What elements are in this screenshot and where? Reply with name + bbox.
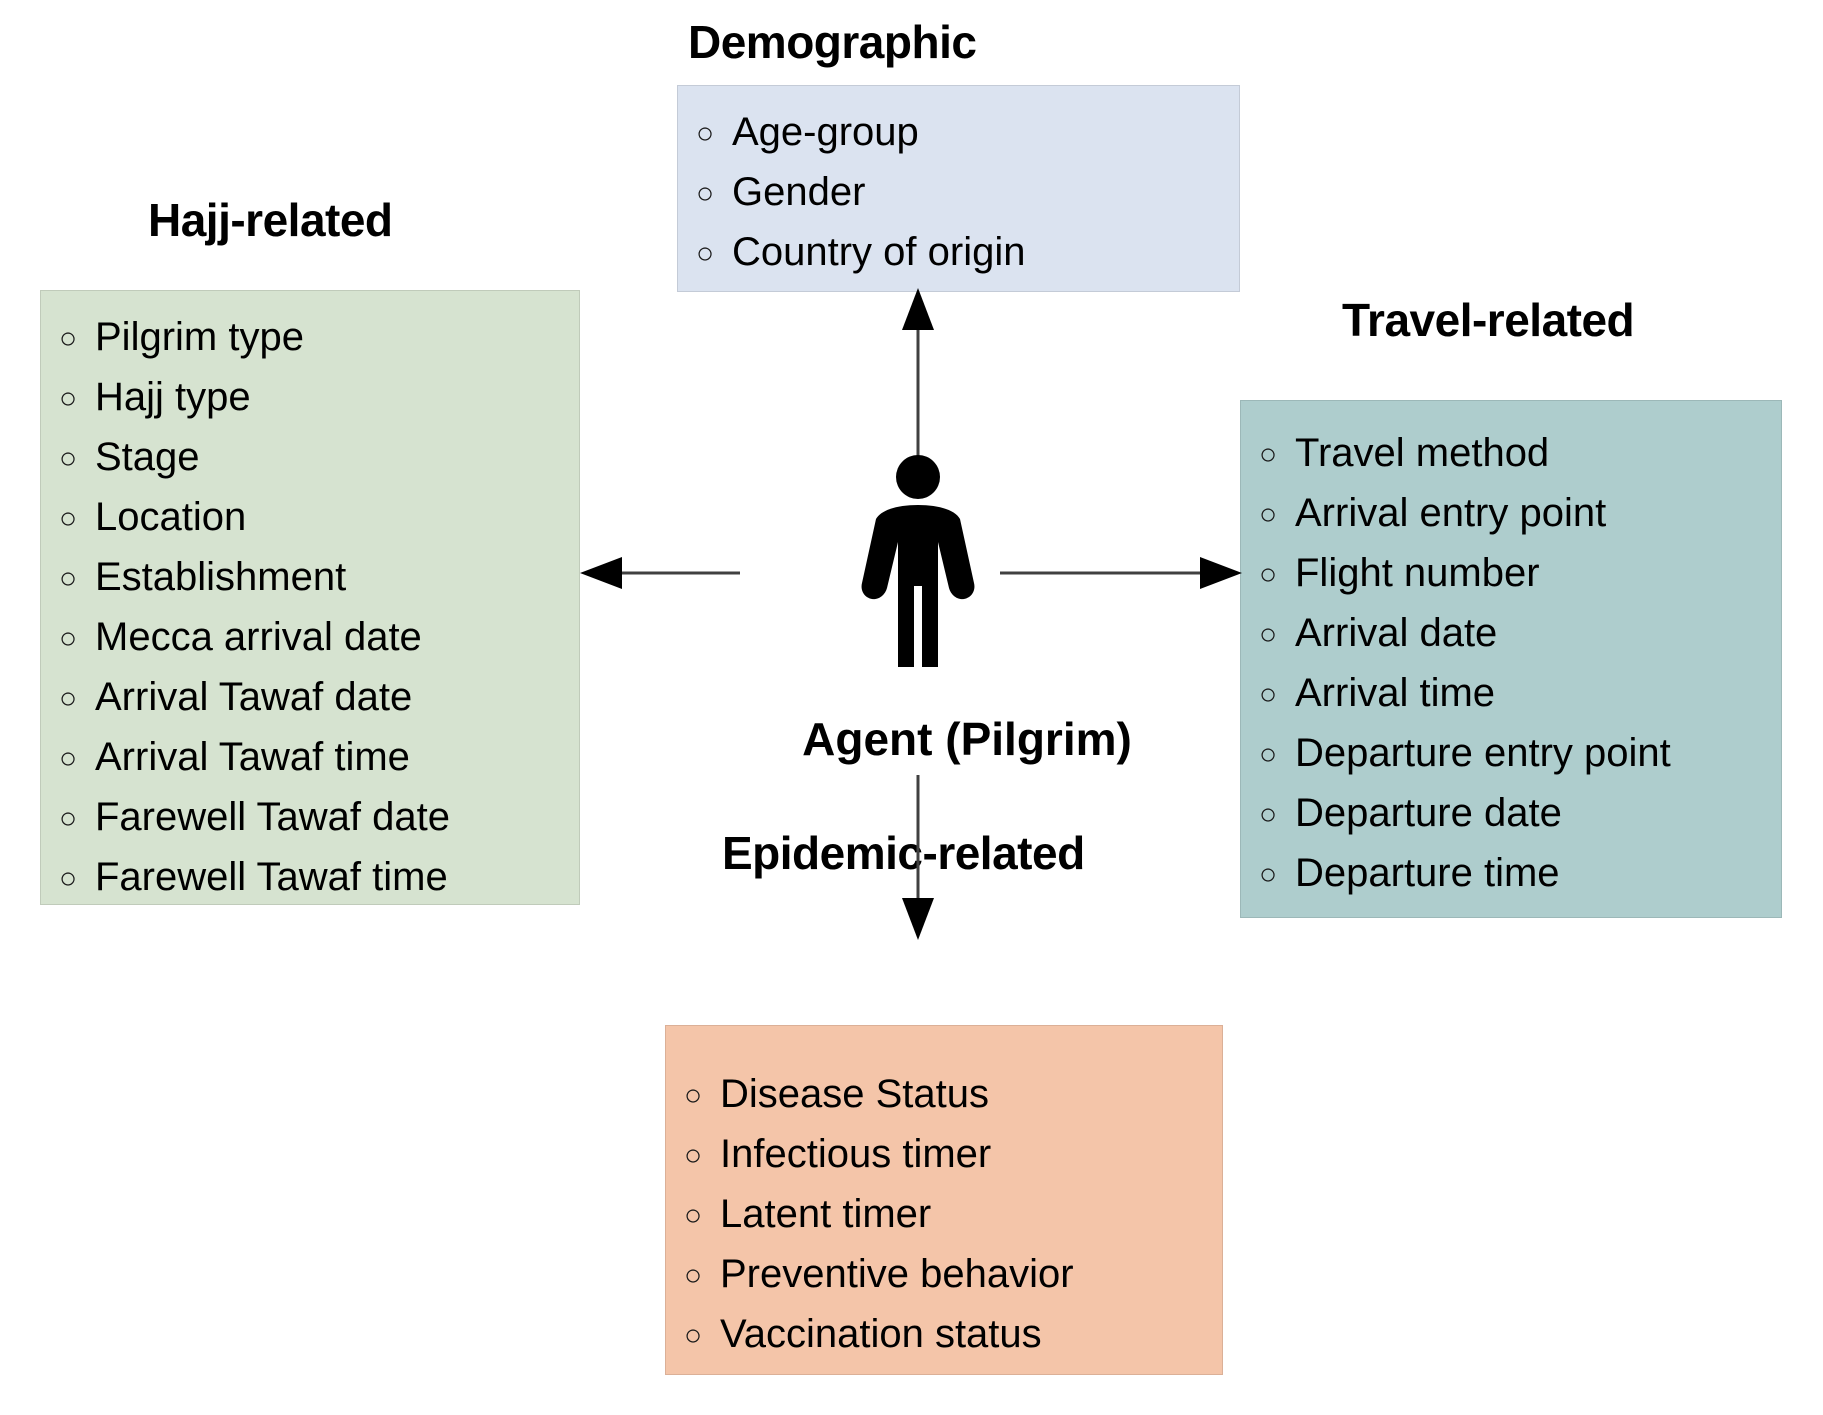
- demographic-title: Demographic: [688, 16, 977, 68]
- circle-bullet-icon: [1259, 787, 1295, 843]
- list-item-label: Hajj type: [95, 375, 251, 419]
- list-item: Travel method: [1259, 425, 1781, 485]
- list-item: Departure entry point: [1259, 725, 1781, 785]
- circle-bullet-icon: [684, 1068, 720, 1124]
- list-item: Hajj type: [59, 369, 579, 429]
- travel-related-list: Travel method Arrival entry point Flight…: [1259, 425, 1781, 905]
- list-item: Location: [59, 489, 579, 549]
- list-item: Departure time: [1259, 845, 1781, 905]
- epidemic-related-list: Disease Status Infectious timer Latent t…: [684, 1066, 1222, 1366]
- list-item-label: Arrival Tawaf time: [95, 735, 410, 779]
- list-item-label: Establishment: [95, 555, 347, 599]
- list-item: Arrival date: [1259, 605, 1781, 665]
- list-item: Departure date: [1259, 785, 1781, 845]
- list-item: Farewell Tawaf time: [59, 849, 579, 909]
- list-item-label: Arrival time: [1295, 671, 1496, 715]
- circle-bullet-icon: [59, 431, 95, 487]
- list-item: Infectious timer: [684, 1126, 1222, 1186]
- list-item: Mecca arrival date: [59, 609, 579, 669]
- list-item-label: Departure entry point: [1295, 731, 1671, 775]
- person-icon: [861, 455, 975, 667]
- circle-bullet-icon: [59, 311, 95, 367]
- circle-bullet-icon: [1259, 847, 1295, 903]
- epidemic-related-box: Disease Status Infectious timer Latent t…: [665, 1025, 1223, 1375]
- arrow-to-demographic: [902, 288, 934, 458]
- circle-bullet-icon: [59, 851, 95, 907]
- circle-bullet-icon: [1259, 607, 1295, 663]
- arrow-to-epidemic-related: [902, 775, 934, 940]
- list-item: Gender: [696, 164, 1239, 224]
- list-item: Stage: [59, 429, 579, 489]
- list-item: Latent timer: [684, 1186, 1222, 1246]
- list-item-label: Flight number: [1295, 551, 1540, 595]
- circle-bullet-icon: [59, 551, 95, 607]
- list-item-label: Departure date: [1295, 791, 1562, 835]
- circle-bullet-icon: [1259, 547, 1295, 603]
- list-item-label: Pilgrim type: [95, 315, 304, 359]
- list-item-label: Gender: [732, 170, 866, 214]
- agent-label: Agent (Pilgrim): [802, 713, 1132, 765]
- list-item: Age-group: [696, 104, 1239, 164]
- hajj-related-list: Pilgrim type Hajj type Stage Location Es…: [59, 309, 579, 909]
- list-item: Arrival Tawaf date: [59, 669, 579, 729]
- circle-bullet-icon: [1259, 487, 1295, 543]
- list-item-label: Location: [95, 495, 247, 539]
- list-item-label: Mecca arrival date: [95, 615, 422, 659]
- circle-bullet-icon: [696, 106, 732, 162]
- list-item: Farewell Tawaf date: [59, 789, 579, 849]
- circle-bullet-icon: [1259, 427, 1295, 483]
- list-item-label: Departure time: [1295, 851, 1560, 895]
- list-item-label: Arrival Tawaf date: [95, 675, 413, 719]
- arrow-to-travel-related: [1000, 557, 1242, 589]
- list-item-label: Disease Status: [720, 1072, 990, 1116]
- circle-bullet-icon: [1259, 667, 1295, 723]
- circle-bullet-icon: [684, 1188, 720, 1244]
- list-item-label: Latent timer: [720, 1192, 932, 1236]
- list-item-label: Infectious timer: [720, 1132, 992, 1176]
- circle-bullet-icon: [59, 611, 95, 667]
- list-item: Country of origin: [696, 224, 1239, 284]
- list-item-label: Vaccination status: [720, 1312, 1042, 1356]
- circle-bullet-icon: [59, 371, 95, 427]
- circle-bullet-icon: [684, 1308, 720, 1364]
- hajj-related-title: Hajj-related: [148, 194, 393, 246]
- list-item-label: Farewell Tawaf time: [95, 855, 448, 899]
- list-item: Arrival entry point: [1259, 485, 1781, 545]
- demographic-list: Age-group Gender Country of origin: [696, 104, 1239, 284]
- circle-bullet-icon: [696, 226, 732, 282]
- epidemic-related-title: Epidemic-related: [722, 827, 1085, 879]
- list-item-label: Country of origin: [732, 230, 1026, 274]
- circle-bullet-icon: [59, 671, 95, 727]
- circle-bullet-icon: [1259, 727, 1295, 783]
- circle-bullet-icon: [684, 1128, 720, 1184]
- list-item-label: Arrival entry point: [1295, 491, 1607, 535]
- list-item-label: Preventive behavior: [720, 1252, 1074, 1296]
- list-item: Disease Status: [684, 1066, 1222, 1126]
- list-item: Establishment: [59, 549, 579, 609]
- list-item: Vaccination status: [684, 1306, 1222, 1366]
- list-item: Pilgrim type: [59, 309, 579, 369]
- list-item: Arrival time: [1259, 665, 1781, 725]
- arrow-to-hajj-related: [580, 557, 740, 589]
- circle-bullet-icon: [59, 491, 95, 547]
- circle-bullet-icon: [684, 1248, 720, 1304]
- list-item: Arrival Tawaf time: [59, 729, 579, 789]
- circle-bullet-icon: [59, 791, 95, 847]
- circle-bullet-icon: [696, 166, 732, 222]
- list-item-label: Arrival date: [1295, 611, 1498, 655]
- list-item: Flight number: [1259, 545, 1781, 605]
- list-item-label: Travel method: [1295, 431, 1550, 475]
- hajj-related-box: Pilgrim type Hajj type Stage Location Es…: [40, 290, 580, 905]
- circle-bullet-icon: [59, 731, 95, 787]
- list-item: Preventive behavior: [684, 1246, 1222, 1306]
- list-item-label: Farewell Tawaf date: [95, 795, 450, 839]
- travel-related-box: Travel method Arrival entry point Flight…: [1240, 400, 1782, 918]
- demographic-box: Age-group Gender Country of origin: [677, 85, 1240, 292]
- travel-related-title: Travel-related: [1342, 294, 1635, 346]
- list-item-label: Stage: [95, 435, 200, 479]
- list-item-label: Age-group: [732, 110, 919, 154]
